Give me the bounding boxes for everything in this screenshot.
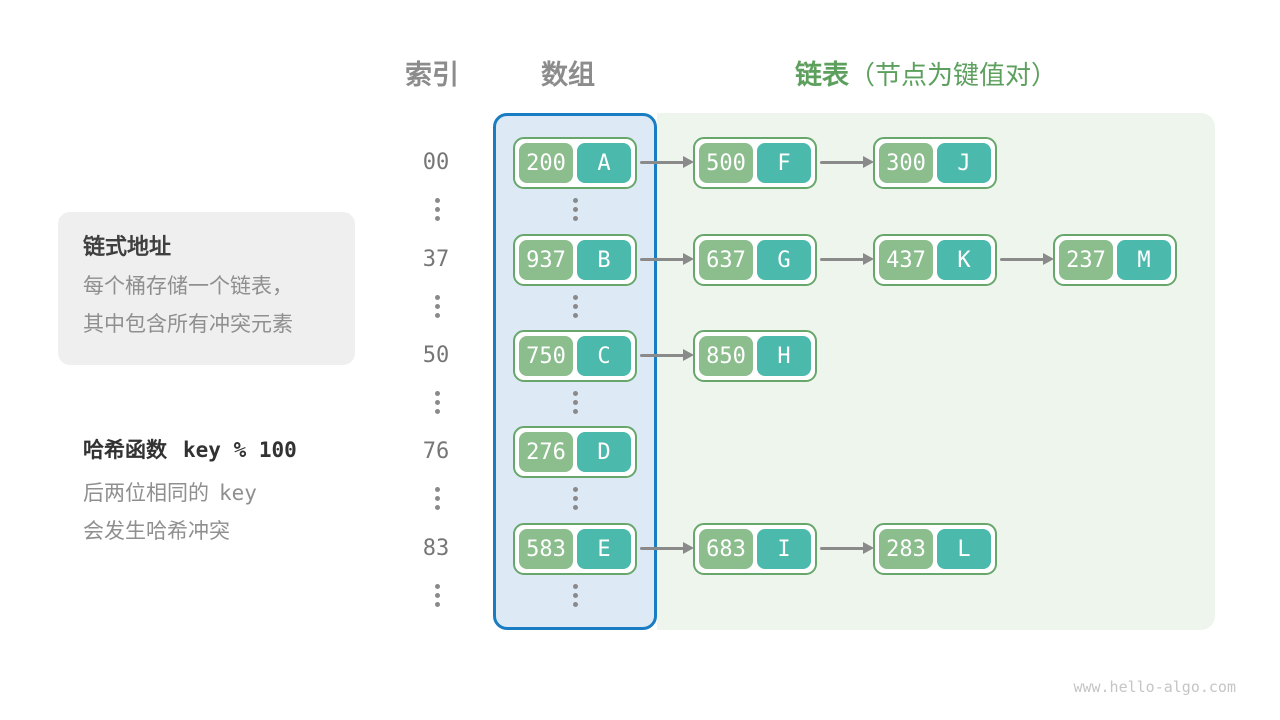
index-label: 00 <box>422 150 450 175</box>
key-cell: 937 <box>519 240 573 280</box>
hash-function-formula: key % 100 <box>183 438 297 462</box>
kv-node: 637 G <box>693 234 817 286</box>
key-cell: 283 <box>879 529 933 569</box>
key-cell: 437 <box>879 240 933 280</box>
kv-node: 583 E <box>513 523 637 575</box>
arrow-right-icon <box>640 253 694 265</box>
value-cell: B <box>577 240 631 280</box>
value-cell: H <box>757 336 811 376</box>
hash-note-line1-code: key <box>219 481 257 505</box>
hash-function-note: 哈希函数 key % 100 后两位相同的 key 会发生哈希冲突 <box>83 434 297 544</box>
value-cell: C <box>577 336 631 376</box>
ellipsis-icon <box>434 295 440 318</box>
ellipsis-icon <box>434 584 440 607</box>
hash-note-line2: 会发生哈希冲突 <box>83 520 230 543</box>
chaining-info-box: 链式地址 每个桶存储一个链表， 其中包含所有冲突元素 <box>58 212 355 365</box>
bucket-row-00: 00 200 A 500 F 300 J <box>0 137 1280 189</box>
value-cell: M <box>1117 240 1171 280</box>
arrow-right-icon <box>640 156 694 168</box>
key-cell: 500 <box>699 143 753 183</box>
kv-node: 850 H <box>693 330 817 382</box>
value-cell: L <box>937 529 991 569</box>
hash-note-line1-cn: 后两位相同的 <box>83 482 209 505</box>
index-label: 83 <box>422 536 450 561</box>
ellipsis-icon <box>572 391 578 414</box>
kv-node: 283 L <box>873 523 997 575</box>
header-index: 索引 <box>405 60 459 90</box>
arrow-right-icon <box>640 542 694 554</box>
bucket-row-76: 76 276 D <box>0 426 1280 478</box>
value-cell: J <box>937 143 991 183</box>
kv-node: 750 C <box>513 330 637 382</box>
kv-node: 437 K <box>873 234 997 286</box>
kv-node: 683 I <box>693 523 817 575</box>
chaining-description-line1: 每个桶存储一个链表， <box>83 275 293 298</box>
kv-node: 300 J <box>873 137 997 189</box>
ellipsis-icon <box>434 487 440 510</box>
key-cell: 237 <box>1059 240 1113 280</box>
key-cell: 300 <box>879 143 933 183</box>
key-cell: 583 <box>519 529 573 569</box>
value-cell: G <box>757 240 811 280</box>
arrow-right-icon <box>820 253 874 265</box>
chaining-description: 每个桶存储一个链表， 其中包含所有冲突元素 <box>83 268 293 344</box>
header-array: 数组 <box>541 60 595 90</box>
arrow-right-icon <box>820 156 874 168</box>
ellipsis-icon <box>572 487 578 510</box>
ellipsis-icon <box>434 391 440 414</box>
header-linked-list-note: （节点为键值对） <box>849 60 1058 90</box>
bucket-row-37: 37 937 B 637 G 437 K 237 M <box>0 234 1280 286</box>
ellipsis-icon <box>434 198 440 221</box>
key-cell: 683 <box>699 529 753 569</box>
header-linked-list: 链表 （节点为键值对） <box>795 53 1057 92</box>
ellipsis-icon <box>572 198 578 221</box>
key-cell: 637 <box>699 240 753 280</box>
hash-function-title-cn: 哈希函数 <box>83 439 167 462</box>
bucket-row-50: 50 750 C 850 H <box>0 330 1280 382</box>
ellipsis-icon <box>572 584 578 607</box>
header-linked-list-label: 链表 <box>795 60 849 90</box>
arrow-right-icon <box>1000 253 1054 265</box>
kv-node: 237 M <box>1053 234 1177 286</box>
value-cell: F <box>757 143 811 183</box>
kv-node: 500 F <box>693 137 817 189</box>
kv-node: 937 B <box>513 234 637 286</box>
kv-node: 276 D <box>513 426 637 478</box>
chaining-description-line2: 其中包含所有冲突元素 <box>83 313 293 336</box>
key-cell: 750 <box>519 336 573 376</box>
value-cell: A <box>577 143 631 183</box>
value-cell: K <box>937 240 991 280</box>
value-cell: D <box>577 432 631 472</box>
value-cell: E <box>577 529 631 569</box>
watermark: www.hello-algo.com <box>1073 678 1236 696</box>
index-label: 50 <box>422 343 450 368</box>
key-cell: 200 <box>519 143 573 183</box>
key-cell: 850 <box>699 336 753 376</box>
hash-function-title: 哈希函数 key % 100 <box>83 434 297 464</box>
value-cell: I <box>757 529 811 569</box>
ellipsis-icon <box>572 295 578 318</box>
bucket-row-83: 83 583 E 683 I 283 L <box>0 523 1280 575</box>
key-cell: 276 <box>519 432 573 472</box>
hash-note-line1: 后两位相同的 key <box>83 481 297 506</box>
arrow-right-icon <box>820 542 874 554</box>
chaining-title: 链式地址 <box>83 234 172 259</box>
index-label: 76 <box>422 439 450 464</box>
index-label: 37 <box>422 247 450 272</box>
arrow-right-icon <box>640 349 694 361</box>
kv-node: 200 A <box>513 137 637 189</box>
